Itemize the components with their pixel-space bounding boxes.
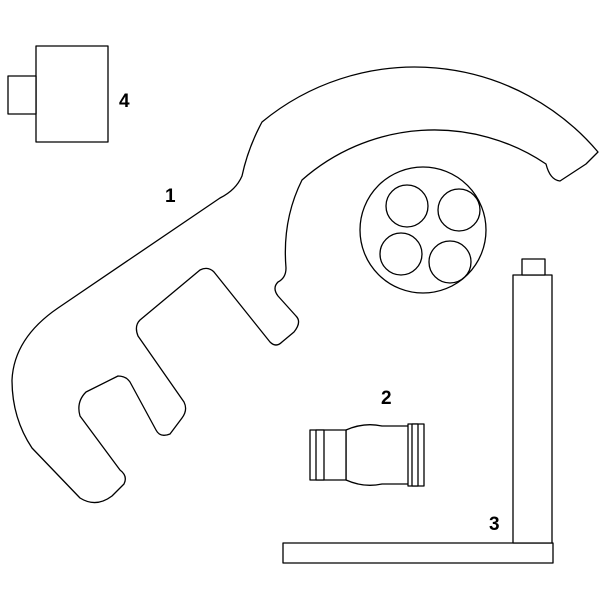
callout-2: 2 [381, 388, 392, 409]
bracket-cap [521, 258, 546, 276]
wrench-hole-cluster [359, 166, 487, 294]
block-body [35, 45, 109, 143]
callout-1: 1 [165, 186, 176, 207]
callout-4: 4 [119, 91, 130, 112]
adapter-right-ring [411, 423, 419, 487]
pin-adapter-part [309, 423, 425, 487]
adapter-left-ring [315, 429, 325, 481]
wrench-outline [11, 66, 599, 504]
block-stub [7, 75, 37, 115]
hole-bottom-right [428, 240, 472, 284]
support-bracket-part [282, 258, 554, 564]
hole-bottom-left [379, 232, 423, 276]
callout-3: 3 [489, 514, 500, 535]
hole-top-right [437, 188, 481, 232]
hole-top-left [385, 184, 429, 228]
adapter-waist [345, 424, 411, 486]
bracket-base-plate [282, 542, 554, 564]
bracket-upright [512, 274, 553, 544]
plug-block-part [7, 45, 109, 143]
hook-wrench-part [11, 66, 599, 504]
